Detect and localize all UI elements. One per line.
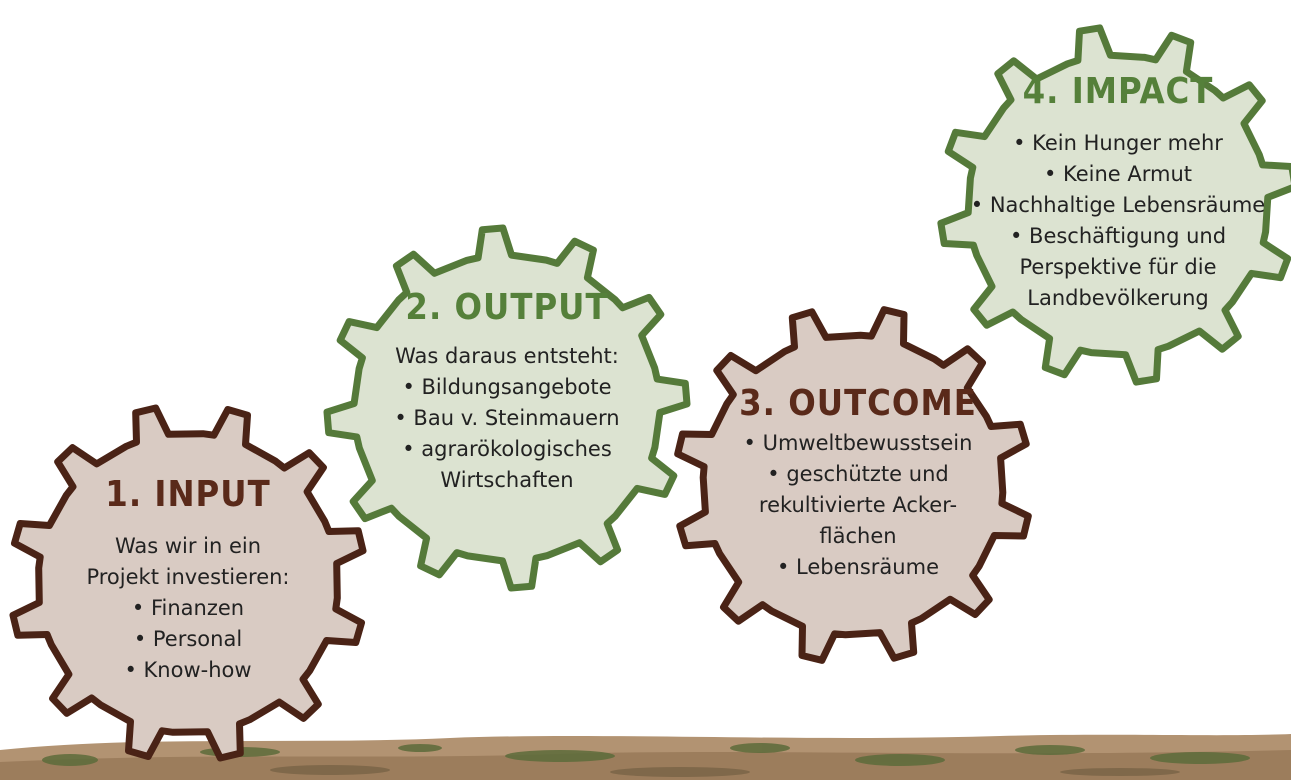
gear-text-line: • Finanzen bbox=[132, 596, 244, 620]
gear-text-outcome: • Umweltbewusstsein • geschützte und rekul… bbox=[744, 431, 973, 579]
gear-text-line: • Umweltbewusstsein bbox=[744, 431, 973, 455]
gear-title-impact: 4. IMPACT bbox=[1023, 71, 1214, 112]
gear-text-line: flächen bbox=[819, 524, 896, 548]
gear-text-line: • Kein Hunger mehr bbox=[1013, 131, 1223, 155]
gear-text-line: • Bildungsangebote bbox=[402, 375, 611, 399]
gear-text-output: Was daraus entsteht: • Bildungsangebote • … bbox=[394, 344, 619, 492]
gear-text-line: • Beschäftigung und bbox=[1010, 224, 1226, 248]
gear-2-output: 2. OUTPUT Was daraus entsteht: • Bildungs… bbox=[323, 224, 691, 592]
gear-text-line: Was daraus entsteht: bbox=[395, 344, 619, 368]
gear-text-line: • Bau v. Steinmauern bbox=[394, 406, 619, 430]
gear-text-line: • Keine Armut bbox=[1044, 162, 1192, 186]
gear-text-line: • Nachhaltige Lebensräume bbox=[971, 193, 1265, 217]
gear-text-line: • Personal bbox=[134, 627, 242, 651]
gear-title-outcome: 3. OUTCOME bbox=[739, 383, 977, 424]
gear-text-line: Projekt investieren: bbox=[86, 565, 289, 589]
gear-text-line: rekultivierte Acker- bbox=[759, 493, 957, 517]
gear-shape-output bbox=[323, 224, 691, 592]
gear-text-line: • geschützte und bbox=[767, 462, 948, 486]
landscape-photo bbox=[0, 734, 1291, 780]
gear-text-line: • Lebensräume bbox=[777, 555, 939, 579]
gear-title-output: 2. OUTPUT bbox=[405, 287, 608, 328]
gear-shape-outcome bbox=[674, 306, 1032, 664]
gear-text-line: • Know-how bbox=[124, 658, 251, 682]
gear-text-line: Landbevölkerung bbox=[1027, 286, 1208, 310]
gear-text-line: Was wir in ein bbox=[115, 534, 261, 558]
gear-title-input: 1. INPUT bbox=[105, 474, 270, 515]
gear-4-impact: 4. IMPACT • Kein Hunger mehr • Keine Armu… bbox=[937, 24, 1291, 386]
gear-text-line: • agrarökologisches bbox=[402, 437, 612, 461]
gear-shape-impact bbox=[937, 24, 1291, 386]
gear-text-line: Perspektive für die bbox=[1019, 255, 1216, 279]
gear-3-outcome: 3. OUTCOME • Umweltbewusstsein • geschütz… bbox=[674, 306, 1032, 664]
gear-text-impact: • Kein Hunger mehr • Keine Armut • Nachhal… bbox=[971, 131, 1265, 310]
gear-text-line: Wirtschaften bbox=[440, 468, 573, 492]
gear-shape-input bbox=[9, 404, 367, 762]
